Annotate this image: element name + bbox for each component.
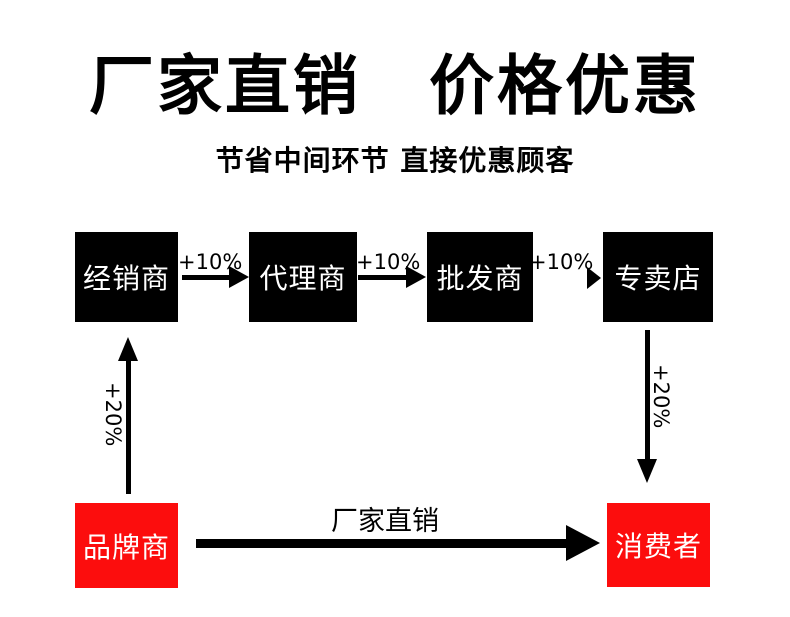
direct-arrow-label: 厂家直销 xyxy=(331,506,439,537)
markup-label-brand: +20% xyxy=(101,382,125,447)
arrow-shaft xyxy=(358,275,406,280)
arrow-shaft xyxy=(126,359,131,494)
markup-label-consumer: +20% xyxy=(649,364,673,429)
page-title: 厂家直销 价格优惠 xyxy=(88,49,701,124)
arrow-shaft xyxy=(182,275,230,280)
consumer-node: 消费者 xyxy=(607,503,710,587)
arrowhead-right-icon xyxy=(566,525,600,561)
chain-node-store: 专卖店 xyxy=(603,232,713,322)
markup-label-3: +10% xyxy=(529,250,594,274)
page-subtitle: 节省中间环节 直接优惠顾客 xyxy=(215,144,575,177)
arrowhead-right-icon xyxy=(229,266,249,288)
chain-node-distributor: 经销商 xyxy=(75,232,178,322)
chain-node-agent: 代理商 xyxy=(249,232,357,322)
arrowhead-up-icon xyxy=(118,337,138,361)
arrow-shaft xyxy=(196,539,568,548)
arrow-shaft xyxy=(645,330,650,461)
chain-node-wholesaler: 批发商 xyxy=(427,232,533,322)
brand-node: 品牌商 xyxy=(75,503,178,588)
arrowhead-right-icon xyxy=(406,266,426,288)
arrowhead-right-icon xyxy=(587,267,601,289)
arrowhead-down-icon xyxy=(637,459,657,483)
